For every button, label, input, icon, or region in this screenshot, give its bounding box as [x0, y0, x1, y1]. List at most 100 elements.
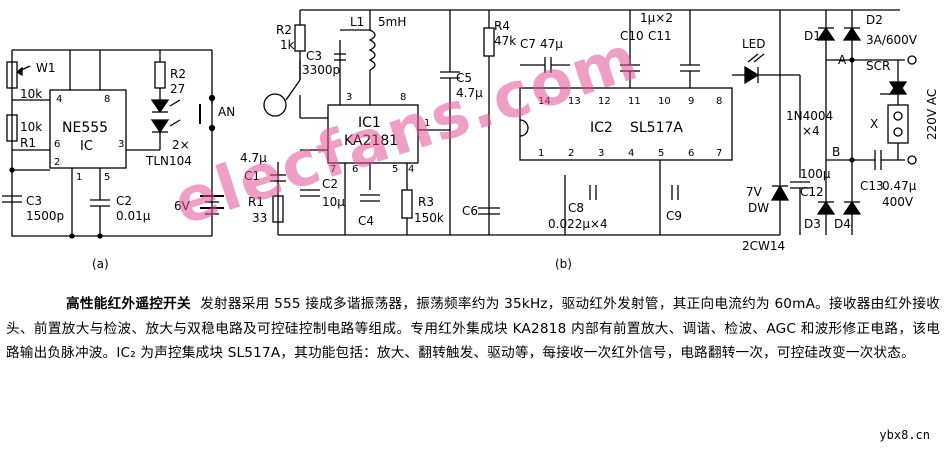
- r3-150k-resistor: [401, 189, 413, 219]
- label-c6: C6: [462, 204, 478, 218]
- diode-d2: [842, 26, 862, 41]
- label-r4-value: 47k: [494, 34, 516, 48]
- figure-a-transmitter: [2, 49, 224, 239]
- label-r3-value: 150k: [414, 211, 444, 225]
- ic1-ka2181: [327, 104, 419, 164]
- ic2-pin-3: 3: [598, 148, 604, 159]
- caption-body: 发射器采用 555 接成多谐振荡器，振荡频率约为 35kHz，驱动红外发射管，其…: [6, 296, 940, 361]
- ic2-pin-6: 6: [688, 148, 694, 159]
- site-credit: ybx8.cn: [879, 428, 930, 442]
- r2-27-resistor: [154, 61, 166, 89]
- label-c8-value: 0.022μ×4: [548, 217, 608, 231]
- l1-inductor: [368, 29, 376, 71]
- label-c8: C8: [568, 201, 584, 215]
- pin-a-3: 3: [118, 139, 124, 150]
- ic2-pin-14: 14: [538, 96, 551, 107]
- label-r4: R4: [494, 19, 510, 33]
- label-c10: C10: [620, 29, 644, 43]
- label-ka2181: KA2181: [344, 133, 398, 149]
- ic2-sl517a: [519, 87, 733, 161]
- pin-a-5: 5: [104, 172, 110, 183]
- label-b-r1-value: 33: [252, 211, 267, 225]
- label-l1: L1: [350, 15, 364, 29]
- label-c13-voltage: 400V: [882, 195, 914, 209]
- label-r1: R1: [20, 136, 36, 150]
- ic1-pin-6: 6: [352, 164, 358, 175]
- load-x-socket: [887, 104, 909, 144]
- label-c12: C12: [800, 185, 824, 199]
- label-b-c2-value: 10μ: [322, 195, 345, 209]
- label-c11: C11: [648, 29, 672, 43]
- label-ic2: IC2: [590, 120, 613, 136]
- ic2-pin-13: 13: [568, 96, 581, 107]
- label-d2: D2: [866, 13, 883, 27]
- ir-receiver-diode: [263, 93, 287, 117]
- w1-potentiometer: [6, 61, 18, 89]
- label-w1-value: 10k: [20, 87, 42, 101]
- label-c3: C3: [26, 194, 42, 208]
- pin-a-6: 6: [54, 139, 60, 150]
- zener-dw: [770, 184, 790, 201]
- ne555-ic: [49, 89, 127, 169]
- diode-d1: [816, 26, 836, 41]
- pin-a-4: 4: [56, 94, 62, 105]
- label-r3: R3: [418, 195, 434, 209]
- label-node-b: B: [832, 145, 840, 159]
- label-2cw14: 2CW14: [742, 239, 785, 253]
- label-c13-value: 0.47μ: [882, 179, 917, 193]
- ic1-pin-4: 4: [408, 164, 414, 175]
- pin-a-1: 1: [76, 172, 82, 183]
- label-b-c3-value: 3300p: [302, 63, 340, 77]
- label-c12-value: 100μ: [800, 167, 831, 181]
- figure-b-receiver: [263, 9, 917, 236]
- label-c3-value: 1500p: [26, 209, 64, 223]
- label-load-x: X: [870, 117, 878, 131]
- label-c2-value: 0.01μ: [116, 209, 151, 223]
- schematic-diagram: W1 10k 10k R1 C3 1500p C2 0.01μ R2 27 2×…: [2, 9, 939, 271]
- figure-a-label: (a): [92, 257, 109, 271]
- label-c10c11-value: 1μ×2: [640, 11, 673, 25]
- label-battery: 6V: [174, 199, 191, 213]
- label-led: LED: [742, 37, 766, 51]
- label-scr: SCR: [866, 59, 890, 73]
- ic2-pin-7: 7: [716, 148, 722, 159]
- ac-terminal-a: [907, 55, 917, 65]
- label-led-part: TLN104: [145, 154, 192, 168]
- label-l1-value: 5mH: [378, 15, 406, 29]
- led-indicator: [744, 65, 760, 85]
- label-1n4004-count: ×4: [802, 124, 820, 138]
- label-c1: C1: [244, 169, 260, 183]
- label-c5-value: 4.7μ: [456, 86, 483, 100]
- ic2-pin-10: 10: [658, 96, 671, 107]
- label-r2-value: 27: [170, 82, 185, 96]
- label-b-r2-value: 1k: [280, 38, 295, 52]
- ic2-pin-8: 8: [716, 96, 722, 107]
- ic1-pin-5: 5: [392, 164, 398, 175]
- label-c4: C4: [358, 214, 374, 228]
- label-w1: W1: [36, 61, 56, 75]
- label-ic: IC: [80, 139, 93, 154]
- label-b-c2: C2: [322, 177, 338, 191]
- label-c2: C2: [116, 194, 132, 208]
- ic1-pin-3: 3: [346, 92, 352, 103]
- ir-led-2: [150, 119, 170, 134]
- label-b-r2: R2: [276, 23, 292, 37]
- label-ne555: NE555: [62, 120, 108, 136]
- label-d2-rating: 3A/600V: [866, 33, 918, 47]
- r-10k-resistor: [6, 114, 18, 142]
- r2-1k-resistor: [294, 24, 306, 52]
- label-d4: D4: [834, 217, 851, 231]
- label-b-c3: C3: [306, 49, 322, 63]
- label-dw: DW: [748, 201, 769, 215]
- label-c7-value: 47μ: [540, 37, 563, 51]
- ic1-pin-7: 7: [330, 164, 336, 175]
- ir-led-1: [150, 99, 170, 114]
- label-b-r1: R1: [248, 195, 264, 209]
- label-c9: C9: [666, 209, 682, 223]
- label-c5: C5: [456, 71, 472, 85]
- ic2-pin-1: 1: [538, 148, 544, 159]
- diode-d3: [816, 200, 836, 215]
- ic1-pin-1: 1: [424, 118, 430, 129]
- label-zener-voltage: 7V: [746, 185, 763, 199]
